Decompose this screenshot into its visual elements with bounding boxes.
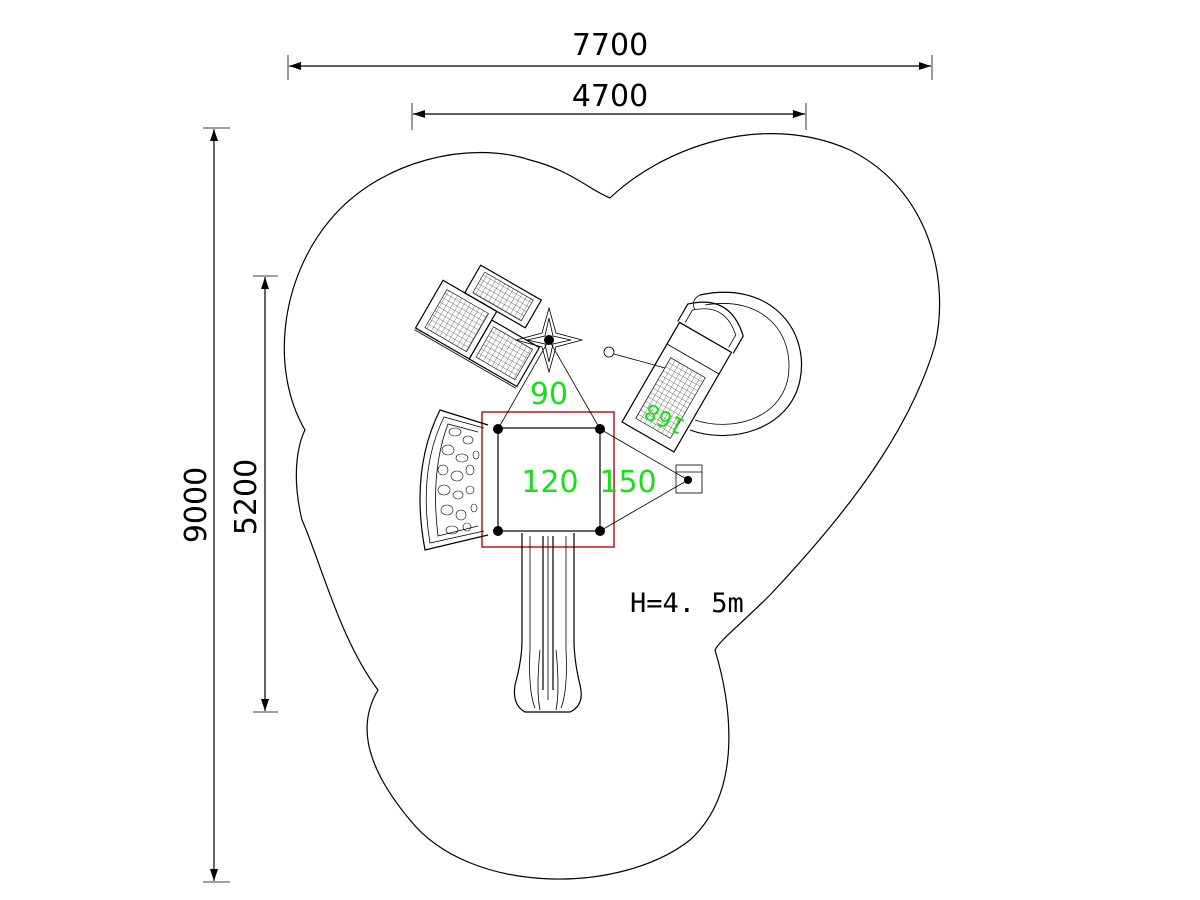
triangle-deck-right <box>599 428 703 532</box>
spiral-slide <box>603 291 802 437</box>
deck-top-label: 90 <box>530 377 568 412</box>
overall-width-label: 7700 <box>572 28 648 63</box>
deck-main-label: 120 <box>521 465 578 500</box>
dimension-overall-height: 9000 <box>179 127 230 883</box>
overall-height-label: 9000 <box>179 467 214 543</box>
deck-right-label: 150 <box>599 465 656 500</box>
slide-ramp <box>621 301 744 453</box>
dimension-structure-width: 4700 <box>411 79 807 130</box>
height-note: H=4. 5m <box>630 588 744 619</box>
straight-slide <box>513 533 582 713</box>
structure-width-label: 4700 <box>572 79 648 114</box>
dimension-overall-width: 7700 <box>287 28 933 80</box>
panel-module-top-left <box>414 264 543 389</box>
climbing-wall-left <box>419 409 489 551</box>
structure-height-label: 5200 <box>229 459 264 535</box>
triangle-deck-top <box>497 306 601 430</box>
post-marker <box>493 526 503 536</box>
dimension-structure-height: 5200 <box>229 275 278 713</box>
safety-zone-outline <box>283 133 941 880</box>
